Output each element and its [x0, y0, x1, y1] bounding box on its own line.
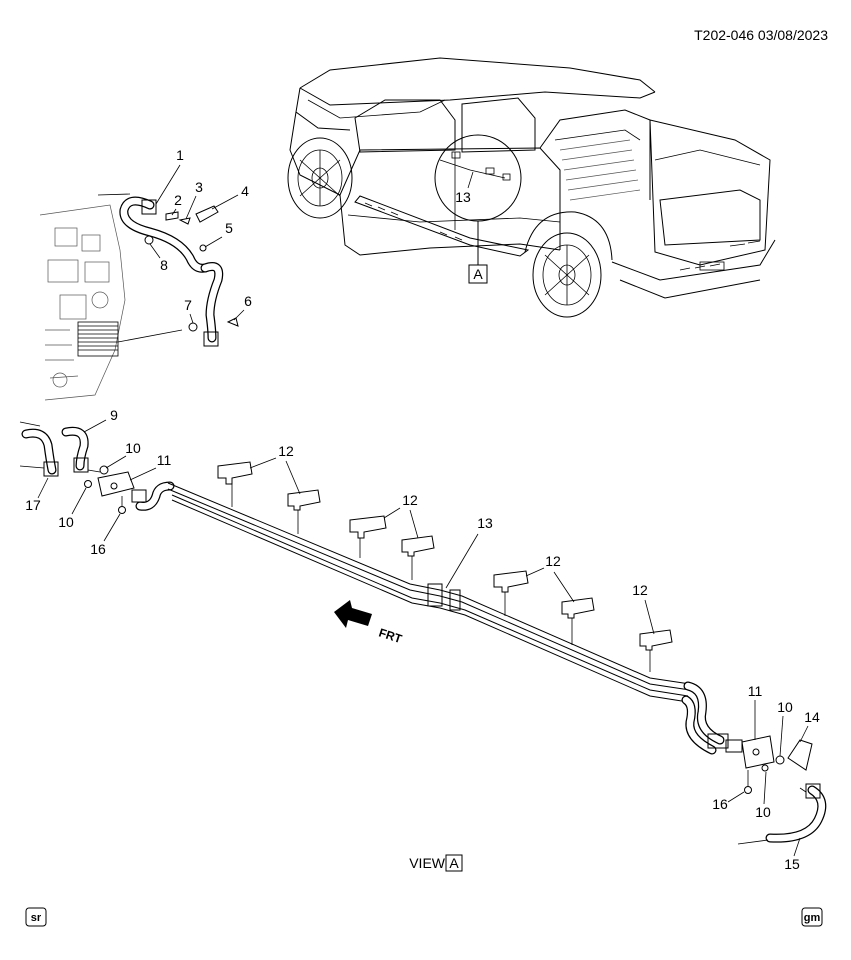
callout-13-view: 13 — [477, 515, 493, 531]
callout-6: 6 — [244, 293, 252, 309]
callout-14: 14 — [804, 709, 820, 725]
callout-15: 15 — [784, 856, 800, 872]
detail-circle — [434, 134, 522, 222]
callout-12-a: 12 — [278, 443, 294, 459]
view-a-callouts: 9 10 11 17 10 16 12 12 13 12 12 11 10 14… — [25, 407, 820, 872]
view-label-prefix: VIEW — [409, 855, 446, 871]
callout-2: 2 — [174, 192, 182, 208]
callout-12-b: 12 — [402, 492, 418, 508]
diagram-reference: T202-046 03/08/2023 — [694, 27, 828, 43]
pipe-clips — [217, 461, 673, 672]
callout-10-b: 10 — [58, 514, 74, 530]
callout-3: 3 — [195, 179, 203, 195]
callout-4: 4 — [241, 183, 249, 199]
callout-10-d: 10 — [755, 804, 771, 820]
callout-16-b: 16 — [712, 796, 728, 812]
callout-12-c: 12 — [545, 553, 561, 569]
view-a-label: VIEW A — [409, 854, 463, 872]
callout-5: 5 — [225, 220, 233, 236]
view-label-letter: A — [449, 855, 459, 871]
callout-10-c: 10 — [777, 699, 793, 715]
engine-illustration — [39, 193, 183, 401]
upper-callouts: 1 2 3 4 5 6 7 8 — [149, 147, 252, 324]
callout-13-truck: 13 — [455, 189, 471, 205]
view-marker-letter: A — [473, 266, 483, 282]
gm-logo-text: gm — [804, 912, 821, 924]
callout-17: 17 — [25, 497, 41, 513]
view-marker-box — [468, 264, 488, 284]
badge-sr-text: sr — [31, 912, 42, 924]
callout-11-b: 11 — [748, 683, 763, 699]
callout-12-d: 12 — [632, 582, 648, 598]
callout-1: 1 — [176, 147, 184, 163]
gm-logo-icon: gm — [801, 907, 823, 927]
view-a-assembly: FRT — [19, 421, 827, 845]
callout-16-a: 16 — [90, 541, 106, 557]
callout-7: 7 — [184, 297, 192, 313]
callout-10-a: 10 — [125, 440, 141, 456]
truck-illustration: A 13 — [287, 57, 776, 318]
callout-11-a: 11 — [157, 452, 172, 468]
frt-label: FRT — [377, 626, 404, 647]
oil-cooler — [77, 321, 119, 357]
callout-8: 8 — [160, 257, 168, 273]
badge-sr-icon: sr — [25, 907, 47, 927]
upper-hose-assembly — [119, 196, 239, 347]
callout-9: 9 — [110, 407, 118, 423]
frt-arrow-icon: FRT — [334, 600, 404, 646]
